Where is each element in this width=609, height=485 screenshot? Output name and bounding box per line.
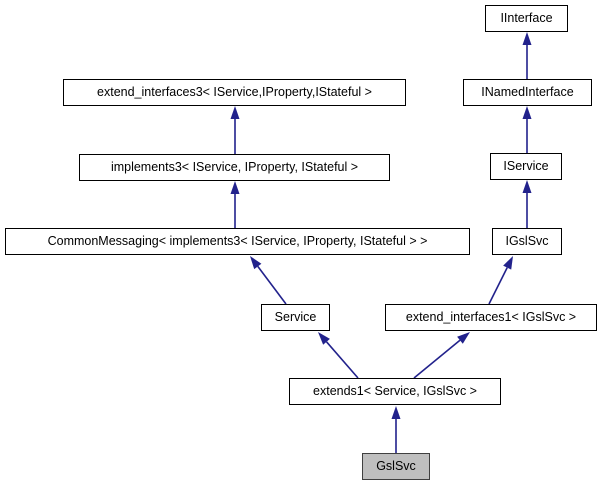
class-node-extends1[interactable]: extends1< Service, IGslSvc > (289, 378, 501, 405)
class-node-label: IGslSvc (505, 234, 549, 249)
class-node-label: IService (503, 159, 549, 174)
class-node-label: extends1< Service, IGslSvc > (313, 384, 477, 399)
inheritance-arrow-service-to-commonmessaging (250, 256, 287, 305)
inheritance-arrow-extend_interfaces1-to-igslsvc (488, 256, 513, 305)
class-node-label: Service (274, 310, 317, 325)
inheritance-arrow-extends1-to-service (318, 332, 359, 379)
class-node-commonmessaging[interactable]: CommonMessaging< implements3< IService, … (5, 228, 470, 255)
class-node-label: INamedInterface (481, 85, 574, 100)
class-node-inamedinterface[interactable]: INamedInterface (463, 79, 592, 106)
class-node-extend_interfaces1[interactable]: extend_interfaces1< IGslSvc > (385, 304, 597, 331)
class-node-implements3[interactable]: implements3< IService, IProperty, IState… (79, 154, 390, 181)
class-node-label: extend_interfaces3< IService,IProperty,I… (97, 85, 372, 100)
class-node-label: CommonMessaging< implements3< IService, … (47, 234, 428, 249)
class-node-extend_interfaces3[interactable]: extend_interfaces3< IService,IProperty,I… (63, 79, 406, 106)
inheritance-arrow-gslsvc-to-extends1 (391, 406, 401, 453)
inheritance-arrow-inamedinterface-to-iinterface (522, 32, 532, 79)
inheritance-arrow-iservice-to-inamedinterface (522, 106, 532, 153)
class-node-igslsvc[interactable]: IGslSvc (492, 228, 562, 255)
class-node-service[interactable]: Service (261, 304, 330, 331)
class-node-iinterface[interactable]: IInterface (485, 5, 568, 32)
class-node-gslsvc[interactable]: GslSvc (362, 453, 430, 480)
class-node-label: extend_interfaces1< IGslSvc > (405, 310, 577, 325)
class-node-label: implements3< IService, IProperty, IState… (110, 160, 359, 175)
class-node-label: IInterface (500, 11, 553, 26)
class-node-label: GslSvc (376, 459, 416, 474)
inheritance-arrow-igslsvc-to-iservice (522, 180, 532, 228)
inheritance-arrow-extends1-to-extend_interfaces1 (413, 332, 470, 379)
inheritance-arrow-implements3-to-extend_interfaces3 (230, 106, 240, 154)
inheritance-arrow-commonmessaging-to-implements3 (230, 181, 240, 228)
class-node-iservice[interactable]: IService (490, 153, 562, 180)
